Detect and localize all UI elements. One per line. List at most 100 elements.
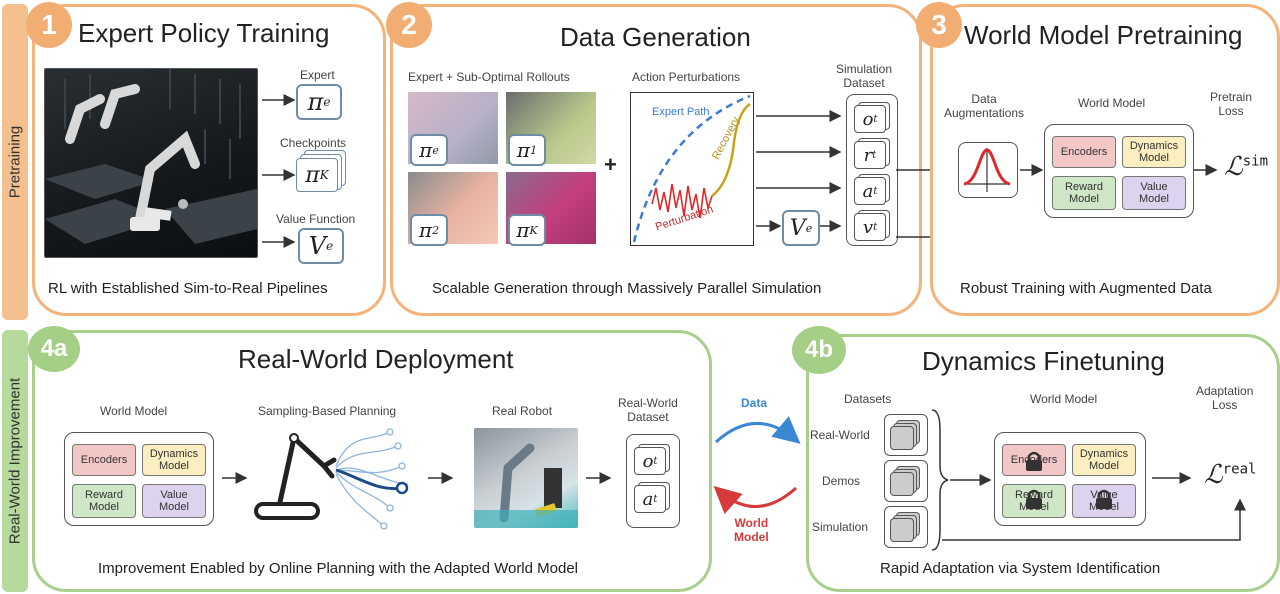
pretrain-encoders: Encoders	[1052, 136, 1116, 168]
perturbation-curves	[632, 94, 751, 243]
pretrain-value-line2: Model	[1139, 193, 1169, 205]
deploy-value-line2: Model	[159, 501, 189, 513]
sim-dataset-label-1: Simulation	[836, 62, 893, 76]
simulation-robots-image	[44, 68, 258, 258]
pretrain-loss-label: Pretrain Loss	[1210, 90, 1252, 118]
augmentations-label-1: Data	[971, 92, 997, 106]
gaussian-curve	[963, 148, 1011, 192]
panel4b-caption: Rapid Adaptation via System Identificati…	[880, 560, 1161, 577]
adaptation-loss-label: Adaptation Loss	[1196, 384, 1253, 412]
aug-to-wm-arrow	[1020, 164, 1044, 176]
simulation-dataset-name: Simulation	[812, 520, 869, 534]
panel4a-caption: Improvement Enabled by Online Planning w…	[98, 560, 579, 577]
pretrain-dynamics: Dynamics Model	[1122, 136, 1186, 168]
expert-label: Expert	[300, 68, 335, 82]
pretrain-reward-line2: Model	[1069, 193, 1099, 205]
finetune-dynamics-line1: Dynamics	[1079, 448, 1129, 460]
deploy-wm-label: World Model	[100, 404, 168, 418]
realworld-dataset-label-1: Real-World	[618, 396, 678, 410]
pretrain-value-line1: Value	[1140, 181, 1168, 193]
datasets-label: Datasets	[844, 392, 892, 406]
expert-path-label: Expert Path	[652, 106, 710, 118]
perturbation-plot	[630, 92, 754, 246]
finetune-value-line1: Value	[1090, 489, 1118, 501]
panel4b-arrows	[931, 409, 1246, 551]
pretrain-loss-label-2: Loss	[1218, 104, 1244, 118]
pretraining-label: Pretraining	[6, 125, 24, 199]
panel4a-arrows	[222, 472, 612, 484]
finetune-dynamics: Dynamics Model	[1072, 444, 1136, 476]
realworld-dataset-name: Real-World	[810, 428, 870, 442]
deploy-value-line1: Value	[160, 489, 188, 501]
deploy-reward: Reward Model	[72, 484, 136, 518]
panel3-caption: Robust Training with Augmented Data	[960, 280, 1212, 297]
world-model-cycle-line2: Model	[734, 530, 769, 544]
deploy-dynamics: Dynamics Model	[142, 444, 206, 476]
adaptation-loss-label-2: Loss	[1212, 398, 1238, 412]
real-loss: ℒreal	[1204, 460, 1257, 490]
sim-dataset-label: Simulation Dataset	[836, 62, 892, 90]
real-robot-photo	[474, 428, 578, 528]
panel3-title: World Model Pretraining	[964, 20, 1243, 50]
deploy-dynamics-line1: Dynamics	[149, 448, 199, 460]
deploy-reward-line2: Model	[89, 501, 119, 513]
planning-label: Sampling-Based Planning	[258, 404, 397, 418]
adaptation-loss-label-1: Adaptation	[1196, 384, 1254, 398]
data-world-model-cycle	[713, 416, 801, 515]
pretrain-value: Value Model	[1122, 176, 1186, 210]
planning-robot-arm-icon	[254, 428, 409, 530]
wm-to-loss-arrow	[1194, 164, 1218, 176]
plus-sign: +	[604, 152, 617, 177]
rollouts-label: Expert + Sub-Optimal Rollouts	[408, 70, 570, 84]
real-robot-label: Real Robot	[492, 404, 553, 418]
realworld-dataset-label: Real-World Dataset	[618, 396, 678, 424]
realworld-dataset-label-2: Dataset	[627, 410, 669, 424]
panel1-caption: RL with Established Sim-to-Real Pipeline…	[48, 280, 328, 297]
pretrain-wm-label: World Model	[1078, 96, 1146, 110]
checkpoints-label: Checkpoints	[280, 136, 347, 150]
deploy-value: Value Model	[142, 484, 206, 518]
panel2-title: Data Generation	[560, 22, 751, 52]
pretrain-reward-line1: Reward	[1065, 181, 1103, 193]
realworld-label: Real-World Improvement	[6, 377, 24, 545]
sim-dataset-label-2: Dataset	[843, 76, 885, 90]
pretrain-loss-label-1: Pretrain	[1210, 90, 1253, 104]
value-function-label: Value Function	[276, 212, 356, 226]
augmentations-label-2: Augmentations	[944, 106, 1025, 120]
demos-dataset-name: Demos	[822, 474, 861, 488]
panel2-arrows	[756, 110, 842, 232]
panel1-title: Expert Policy Training	[78, 18, 330, 48]
sim-loss: ℒsim	[1224, 152, 1269, 182]
deploy-reward-line1: Reward	[85, 489, 123, 501]
finetune-demos-stack	[884, 460, 928, 502]
panel2-caption: Scalable Generation through Massively Pa…	[432, 280, 822, 297]
panel1-arrows	[262, 94, 296, 248]
perturbations-label: Action Perturbations	[632, 70, 741, 84]
realworld-sidebar: Real-World Improvement	[2, 330, 28, 592]
pretrain-dynamics-line2: Model	[1139, 152, 1169, 164]
lock-icon	[1026, 451, 1042, 471]
step-badge-4a: 4a	[28, 326, 80, 372]
deploy-dynamics-line2: Model	[159, 460, 189, 472]
finetune-simulation-stack	[884, 506, 928, 548]
world-model-cycle-line1: World	[734, 516, 769, 530]
step-badge-3: 3	[916, 2, 962, 48]
step-badge-2: 2	[386, 2, 432, 48]
lock-icon	[1096, 489, 1112, 509]
finetune-reward-line1: Reward	[1015, 489, 1053, 501]
pretrain-dynamics-line1: Dynamics	[1129, 140, 1179, 152]
panel4a-title: Real-World Deployment	[238, 344, 514, 374]
